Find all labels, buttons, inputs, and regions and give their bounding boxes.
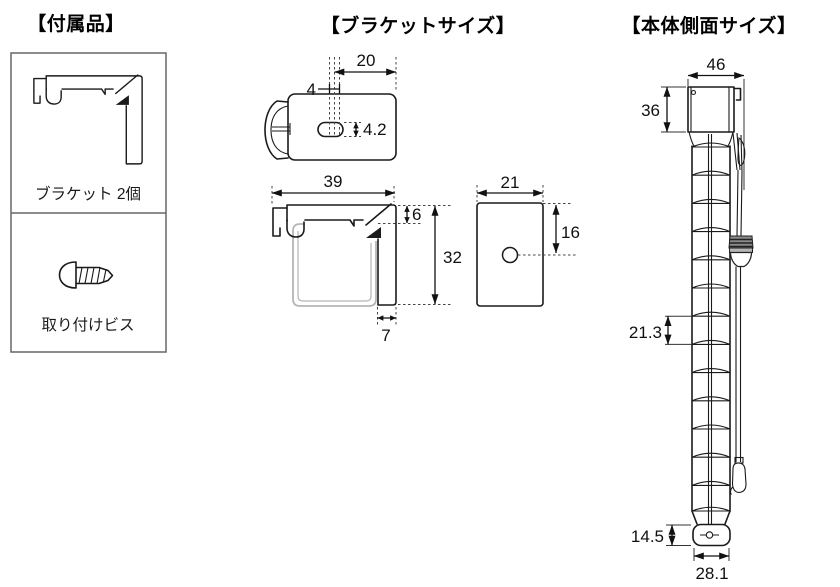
body-size-title: 【本体側面サイズ】 (621, 16, 797, 37)
body-side-view: 46 36 21.3 (629, 55, 754, 583)
accessories-box (10, 52, 167, 353)
screw-icon (58, 261, 114, 289)
cord-stopper (728, 235, 754, 268)
bracket-top-view: 20 4 4.2 (264, 51, 397, 161)
slat-lines (692, 146, 730, 512)
accessories-title: 【付属品】 (27, 14, 125, 35)
shade-body (688, 131, 734, 525)
dim-46: 46 (707, 55, 726, 74)
bracket-side-view: 39 6 32 7 (271, 172, 462, 345)
plate-hole (501, 246, 519, 264)
dim-16: 16 (561, 223, 580, 242)
bottom-rail (692, 523, 731, 547)
bracket-profile-icon (33, 74, 143, 165)
cord-tassel (729, 456, 747, 495)
dim-21: 21 (501, 173, 520, 192)
headbox (687, 86, 742, 133)
pull-cord (728, 132, 754, 495)
bracket-plate-view: 21 16 (476, 173, 580, 307)
dim-20: 20 (357, 51, 376, 70)
bracket-front-flange (264, 100, 291, 160)
mounting-slot (317, 121, 344, 138)
dim-4: 4 (307, 80, 316, 99)
bracket-hook (733, 87, 742, 101)
bracket-profile-drawing (272, 203, 397, 306)
cord-hook (737, 136, 746, 166)
dim-28-1: 28.1 (695, 564, 728, 583)
headrail-channel-grey (292, 223, 377, 307)
accessories-panel (10, 52, 167, 353)
dim-39: 39 (324, 172, 343, 191)
bracket-size-title: 【ブラケットサイズ】 (320, 16, 516, 37)
dim-14-5: 14.5 (631, 527, 664, 546)
dim-36: 36 (641, 101, 660, 120)
slat-curves (691, 142, 731, 512)
screw-label: 取り付けビス (41, 317, 135, 334)
dim-7: 7 (381, 326, 390, 345)
dim-4-2: 4.2 (363, 120, 387, 139)
bracket-count-label: ブラケット 2個 (35, 186, 141, 203)
dim-6: 6 (412, 205, 421, 224)
dim-21-3: 21.3 (629, 323, 662, 342)
dim-32: 32 (443, 248, 462, 267)
